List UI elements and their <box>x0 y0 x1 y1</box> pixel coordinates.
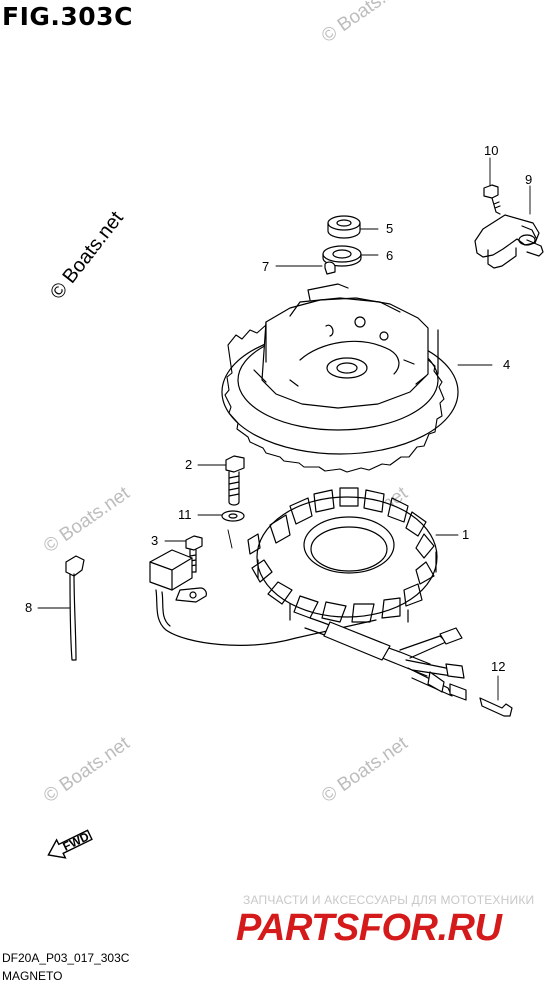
fwd-arrow: FWD <box>47 829 93 859</box>
sensor-bolt <box>483 184 501 215</box>
nut-part <box>327 215 361 239</box>
pickup-coil <box>149 549 377 646</box>
callout-3: 3 <box>151 533 159 548</box>
callout-9: 9 <box>525 172 533 187</box>
callout-12: 12 <box>491 659 506 674</box>
callout-11: 11 <box>178 507 192 522</box>
small-washer <box>221 510 245 522</box>
shop-tagline: ЗАПЧАСТИ И АКСЕССУАРЫ ДЛЯ МОТОТЕХНИКИ <box>243 893 535 907</box>
flywheel-part <box>221 283 459 473</box>
terminal-screw <box>479 697 513 717</box>
callout-10: 10 <box>484 143 499 158</box>
figure-title: FIG.303C <box>2 2 133 31</box>
figure-caption: MAGNETO <box>2 969 63 983</box>
callout-4: 4 <box>503 357 511 372</box>
cable-tie <box>65 555 85 661</box>
sensor-part <box>474 214 544 269</box>
shop-logo: PARTSFOR.RU <box>236 907 502 949</box>
callout-5: 5 <box>386 221 394 236</box>
callout-8: 8 <box>25 600 33 615</box>
callout-2: 2 <box>185 457 193 472</box>
wire-harness <box>304 617 467 701</box>
callout-7: 7 <box>262 259 270 274</box>
stator-bolt <box>225 455 245 506</box>
callout-1: 1 <box>462 527 470 542</box>
washer-part <box>322 245 362 267</box>
stator-part <box>247 487 438 623</box>
callout-6: 6 <box>386 248 394 263</box>
leader-lines <box>37 157 531 701</box>
figure-code: DF20A_P03_017_303C <box>2 951 130 965</box>
key-part <box>324 261 336 275</box>
